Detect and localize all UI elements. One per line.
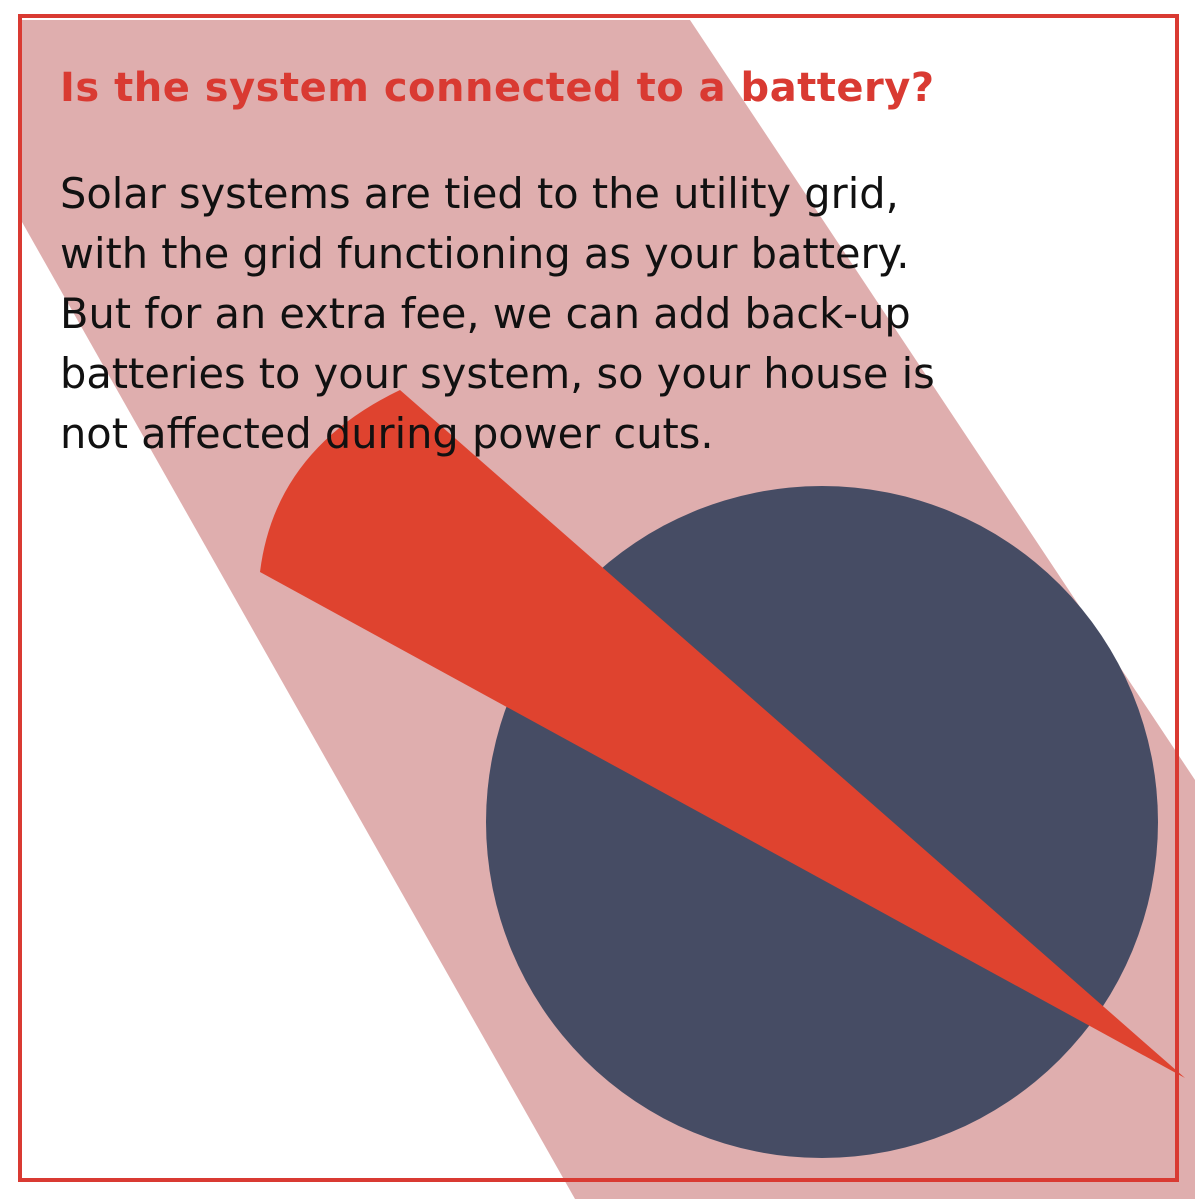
text-block: Is the system connected to a battery? So…: [60, 60, 1150, 464]
body-line: But for an extra fee, we can add back-up: [60, 289, 911, 338]
body-line: batteries to your system, so your house …: [60, 349, 935, 398]
card-border: [18, 14, 1179, 1182]
red-flare-shape: [260, 390, 1185, 1078]
card-body: Solar systems are tied to the utility gr…: [60, 164, 1150, 464]
body-line: not affected during power cuts.: [60, 409, 714, 458]
card-heading: Is the system connected to a battery?: [60, 65, 935, 111]
body-line: with the grid functioning as your batter…: [60, 229, 910, 278]
body-line: Solar systems are tied to the utility gr…: [60, 169, 899, 218]
